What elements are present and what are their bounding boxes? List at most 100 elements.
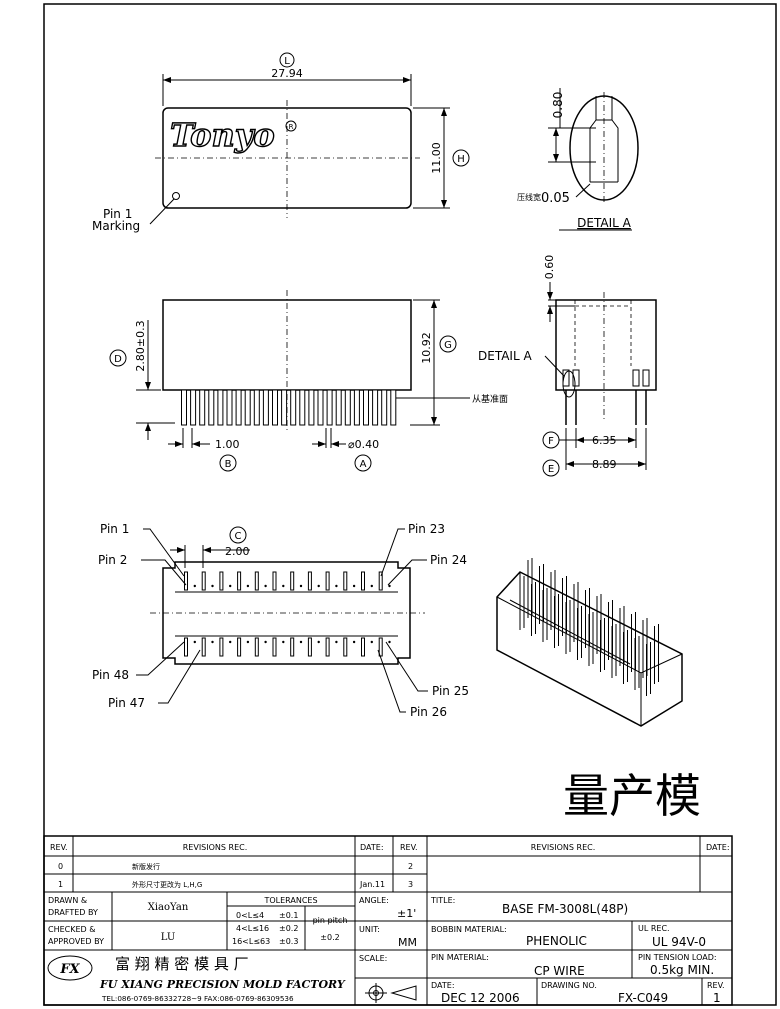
bottom-pin-dot	[388, 640, 391, 644]
pin-material-value: CP WIRE	[534, 964, 585, 978]
pin1-marking-dot	[172, 192, 180, 200]
date-header-left: DATE:	[360, 843, 384, 852]
rev-row-0-rev: 0	[58, 862, 63, 871]
revisions-header-left: REVISIONS REC.	[183, 843, 248, 852]
iso-pin	[577, 606, 582, 660]
detail-dim-gap: 0.80	[551, 92, 565, 119]
front-pin	[253, 389, 260, 426]
isometric-pins	[519, 558, 659, 696]
iso-pin	[646, 642, 651, 696]
front-pin	[372, 389, 379, 426]
front-pin	[317, 389, 324, 426]
bottom-pin-dot	[211, 584, 214, 588]
detail-a-callout	[562, 370, 576, 398]
bottom-pin-row2	[254, 637, 259, 657]
bottom-pin-row1	[201, 571, 206, 591]
tol-range-1: 4<L≤16	[236, 924, 269, 933]
bottom-pin-dot	[370, 584, 373, 588]
ref-note: 从基准面	[472, 393, 508, 405]
pin-pitch-label: pin pitch	[313, 916, 348, 925]
bottom-pin-dot	[335, 640, 338, 644]
bottom-view-pins	[184, 571, 391, 657]
rev-header-right: REV.	[400, 843, 418, 852]
rev-header-left: REV.	[50, 843, 68, 852]
front-pin	[299, 389, 306, 426]
tol-value-2: ±0.3	[279, 937, 298, 946]
company-tel: TEL:086-0769-86332728~9 FAX:086-0769-863…	[101, 994, 294, 1003]
date-label: DATE:	[431, 981, 455, 990]
front-pin	[353, 389, 360, 426]
bottom-pin-dot	[229, 584, 232, 588]
tol-value-0: ±0.1	[279, 911, 298, 920]
bottom-pin-row2	[343, 637, 348, 657]
dim-f-tag: F	[548, 436, 554, 447]
dim-l-tag: L	[284, 56, 290, 67]
bottom-pin-dot	[388, 584, 391, 588]
dim-g-balloon	[439, 335, 457, 353]
revisions-header-right: REVISIONS REC.	[531, 843, 596, 852]
angle-label: ANGLE:	[359, 896, 389, 905]
bottom-pin-dot	[246, 584, 250, 588]
dim-h-balloon	[452, 149, 470, 167]
bottom-pin-dot	[246, 640, 250, 644]
bottom-pin-row2	[290, 637, 295, 657]
iso-pin	[565, 600, 571, 654]
front-pin	[217, 389, 224, 426]
checked-by-label-1: CHECKED &	[48, 925, 95, 934]
front-pin	[208, 389, 215, 426]
front-pin	[244, 389, 251, 426]
front-view-pins	[181, 389, 397, 426]
rev-label: REV.	[707, 981, 725, 990]
dim-e-tag: E	[548, 464, 554, 475]
drawing-no-value: FX-C049	[618, 991, 668, 1005]
pin-tension-value: 0.5kg MIN.	[650, 963, 714, 977]
checked-by-value: LU	[161, 932, 176, 943]
detail-a-title: DETAIL A	[577, 216, 631, 230]
ul-label: UL REC.	[638, 924, 670, 933]
bottom-pin-dot	[264, 584, 267, 588]
bottom-pin-row1	[219, 571, 224, 591]
iso-pin	[611, 624, 617, 678]
front-pin	[262, 389, 269, 426]
pin1-marking-label-1: Pin 1	[103, 207, 132, 221]
front-pin	[281, 389, 288, 426]
front-pin	[363, 389, 369, 426]
svg-text:FX: FX	[59, 962, 80, 977]
tol-value-1: ±0.2	[279, 924, 298, 933]
bottom-view-outline	[162, 561, 411, 665]
iso-pin	[531, 582, 536, 636]
iso-pin	[600, 618, 605, 672]
bottom-pin-dot	[193, 640, 196, 644]
bottom-pin-dot	[229, 640, 232, 644]
side-view-body	[555, 299, 657, 391]
bottom-pin-dot	[299, 640, 303, 644]
company-name-en: FU XIANG PRECISION MOLD FACTORY	[99, 978, 346, 991]
iso-pin	[542, 588, 548, 642]
dim-b-tag: B	[225, 459, 232, 470]
label-pin2: Pin 2	[98, 553, 127, 567]
isometric-view	[496, 558, 683, 727]
drawn-by-value: XiaoYan	[148, 902, 189, 913]
dim-d-tag: D	[114, 354, 122, 365]
front-pin	[190, 389, 197, 426]
front-pin	[226, 389, 233, 426]
front-pin	[235, 389, 242, 426]
unit-value: MM	[398, 936, 417, 949]
projection-symbol-icon	[365, 983, 417, 1003]
rev-row-1-rev: 1	[58, 880, 63, 889]
pin-pitch-tol: ±0.2	[320, 933, 339, 942]
rev-row-right-2: 2	[408, 862, 413, 871]
dim-e-balloon	[542, 459, 560, 477]
dim-e-value: 8.89	[592, 458, 617, 471]
scale-label: SCALE:	[359, 954, 387, 963]
label-pin23: Pin 23	[408, 522, 445, 536]
side-dim-top: 0.60	[543, 255, 556, 280]
label-pin48: Pin 48	[92, 668, 129, 682]
bottom-pin-row2	[237, 637, 242, 657]
detail-a: 0.80 压线宽 0.05 DETAIL A	[517, 88, 639, 231]
production-stamp: 量产模	[563, 769, 701, 823]
rev-row-1-date: Jan.11	[359, 880, 385, 889]
bottom-pin-dot	[335, 584, 338, 588]
dim-b-balloon	[219, 454, 237, 472]
front-pin	[344, 389, 351, 426]
